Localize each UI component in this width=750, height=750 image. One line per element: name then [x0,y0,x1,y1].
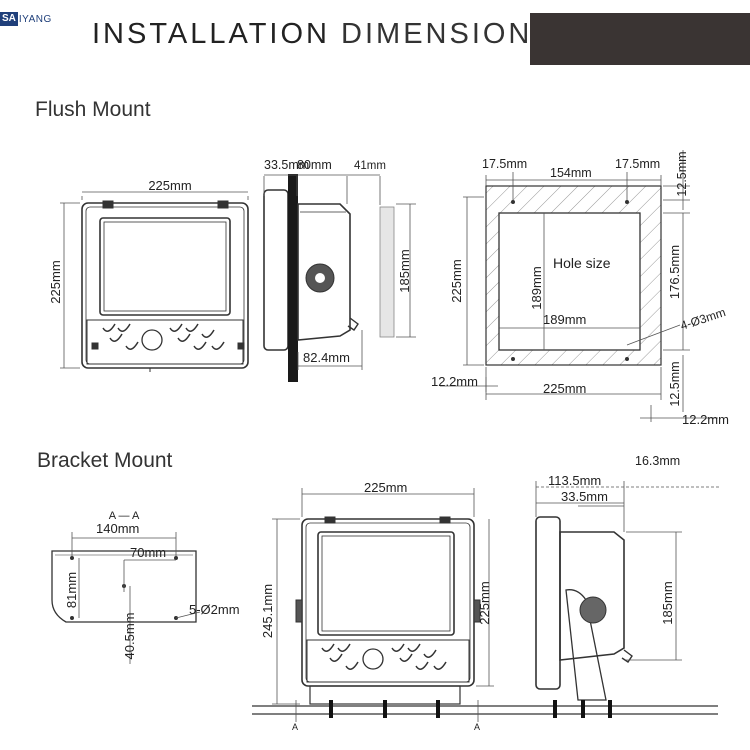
dim-flush-side-33-5: 33.5mm [264,158,309,172]
fixture-body-side [297,203,351,341]
driver-box [379,206,395,338]
hole-size-area [498,212,641,351]
dim-bracket-front-245: 245.1mm [260,584,275,638]
dim-bracket-front-width: 225mm [364,480,407,495]
dim-flush-side-185: 185mm [397,249,412,292]
logo-mark: SA [0,12,18,26]
logo-text: IYANG [18,13,52,25]
dim-mounting-holes: 4-Ø3mm [679,305,728,333]
dim-flush-side-41: 41mm [354,160,386,172]
dim-cutout-right-mid: 176.5mm [667,245,682,299]
flush-front-dims [60,191,249,369]
dim-bracket-side-113-5: 113.5mm [548,473,601,488]
bracket-front-view [252,516,718,718]
bracket-front-dims [272,488,494,722]
dim-hole-width: 189mm [543,312,586,327]
dim-bracket-70: 70mm [130,545,166,560]
dim-bracket-81: 81mm [64,572,79,608]
heat-sink [86,319,244,365]
dim-bracket-side-33-5: 33.5mm [561,489,608,504]
dim-cutout-height: 225mm [449,259,464,302]
dim-bracket-40-5: 40.5mm [122,613,137,660]
title-part-installation: INSTALLATION [92,18,330,50]
section-marker-left: A [292,722,298,732]
fixture-housing [301,518,475,687]
section-title-flush: Flush Mount [35,98,151,121]
hole-size-label: Hole size [553,255,611,271]
dim-bracket-side-16-3: 16.3mm [635,454,680,468]
bracket-section-dims [71,532,201,664]
dim-flush-side-82-4: 82.4mm [303,350,350,365]
title-part-dimension: DIMENSION [341,18,533,50]
section-a-a-label: A — A [109,510,140,522]
section-marker-right: A [474,722,480,732]
heat-sink [306,639,470,683]
dim-hole-height: 189mm [529,266,544,309]
flush-side-dims [263,174,416,370]
flush-cutout-view [485,185,662,366]
dim-flush-side-80: 80mm [297,158,332,172]
dim-flush-front-height: 225mm [48,260,63,303]
page-title: INSTALLATION DIMENSION [92,18,532,51]
dim-cutout-bottom-right: 12.2mm [682,412,729,427]
dim-cutout-left-bottom: 12.2mm [431,374,478,389]
fixture-lens [317,531,455,636]
bracket-side-view [535,516,633,718]
dim-cutout-right-top: 12.5mm [675,151,689,196]
fixture-housing [81,202,249,369]
flush-side-view [263,174,395,382]
fixture-lens [99,217,231,316]
dim-cutout-top-mid: 154mm [550,166,592,180]
header-bar [530,13,750,65]
mounting-wall [288,174,298,382]
flush-cutout-dims [440,150,718,422]
section-title-bracket: Bracket Mount [37,449,173,472]
bracket-plate [51,550,197,623]
dim-bracket-side-185: 185mm [660,581,675,624]
dim-flush-front-width: 225mm [148,178,191,193]
dim-bracket-front-225: 225mm [477,581,492,624]
dim-cutout-bottom-width: 225mm [543,381,586,396]
dim-cutout-top-right: 17.5mm [615,157,660,171]
dim-cutout-right-bottom: 12.5mm [668,361,682,406]
brand-logo: SA IYANG [0,12,52,26]
dim-bracket-holes: 5-Ø2mm [189,602,240,617]
dim-cutout-top-left: 17.5mm [482,157,527,171]
fixture-body-side [559,531,625,661]
bracket-side-dims [535,481,720,661]
dim-bracket-140: 140mm [96,521,139,536]
outer-cutout [485,185,662,366]
mounting-bracket-side [565,589,607,701]
bracket-section-view [51,550,197,623]
flush-front-view [81,200,249,372]
